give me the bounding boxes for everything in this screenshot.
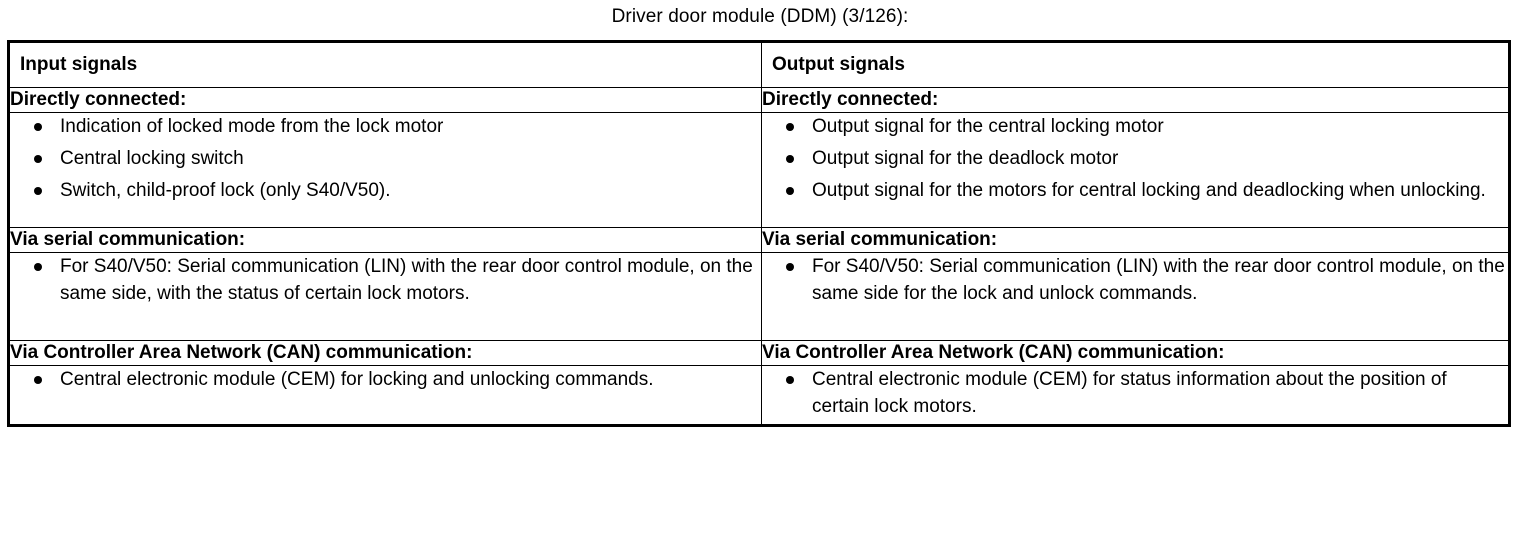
table-row-section-heading-serial: Via serial communication: Via serial com… bbox=[8, 227, 1510, 253]
bullet-dot-icon bbox=[34, 263, 42, 271]
table-row-column-headers: Input signals Output signals bbox=[8, 41, 1510, 88]
table-row-section-heading-can: Via Controller Area Network (CAN) commun… bbox=[8, 340, 1510, 366]
list-item-text: For S40/V50: Serial communication (LIN) … bbox=[812, 256, 1505, 304]
signals-table: Input signals Output signals Directly co… bbox=[7, 40, 1511, 427]
list-item: Output signal for the deadlock motor bbox=[762, 145, 1508, 172]
list-item: Central locking switch bbox=[10, 145, 761, 172]
page-title: Driver door module (DDM) (3/126): bbox=[611, 6, 909, 27]
section-heading-left-can: Via Controller Area Network (CAN) commun… bbox=[8, 340, 762, 366]
list-item-text: Central electronic module (CEM) for stat… bbox=[812, 369, 1447, 417]
list-item: Central electronic module (CEM) for lock… bbox=[10, 366, 761, 393]
table-row-section-content-can: Central electronic module (CEM) for lock… bbox=[8, 365, 1510, 426]
cell-right-serial: For S40/V50: Serial communication (LIN) … bbox=[761, 252, 1510, 341]
list-item-text: Output signal for the deadlock motor bbox=[812, 148, 1119, 169]
cell-left-serial: For S40/V50: Serial communication (LIN) … bbox=[8, 252, 762, 341]
list-item-text: Indication of locked mode from the lock … bbox=[60, 116, 444, 137]
list-item: Output signal for the central locking mo… bbox=[762, 113, 1508, 140]
section-heading-left-serial: Via serial communication: bbox=[8, 227, 762, 253]
cell-right-can: Central electronic module (CEM) for stat… bbox=[761, 365, 1510, 426]
section-heading-right-can: Via Controller Area Network (CAN) commun… bbox=[761, 340, 1510, 366]
bullet-dot-icon bbox=[34, 187, 42, 195]
list-item: Output signal for the motors for central… bbox=[762, 177, 1508, 204]
bullet-dot-icon bbox=[34, 376, 42, 384]
bullet-dot-icon bbox=[786, 187, 794, 195]
list-item-text: Central locking switch bbox=[60, 148, 244, 169]
list-item-text: Central electronic module (CEM) for lock… bbox=[60, 369, 654, 390]
list-item-text: Switch, child-proof lock (only S40/V50). bbox=[60, 180, 391, 201]
section-heading-right-serial: Via serial communication: bbox=[761, 227, 1510, 253]
bullet-list-right-can: Central electronic module (CEM) for stat… bbox=[762, 366, 1508, 420]
bullet-list-left-serial: For S40/V50: Serial communication (LIN) … bbox=[10, 253, 761, 307]
bullet-list-left-directly-connected: Indication of locked mode from the lock … bbox=[10, 113, 761, 204]
table-row-section-content-serial: For S40/V50: Serial communication (LIN) … bbox=[8, 252, 1510, 341]
list-item: For S40/V50: Serial communication (LIN) … bbox=[762, 253, 1508, 307]
cell-left-can: Central electronic module (CEM) for lock… bbox=[8, 365, 762, 426]
list-item-text: Output signal for the motors for central… bbox=[812, 180, 1486, 201]
list-item: Central electronic module (CEM) for stat… bbox=[762, 366, 1508, 420]
column-header-input-signals: Input signals bbox=[8, 41, 762, 88]
list-item: For S40/V50: Serial communication (LIN) … bbox=[10, 253, 761, 307]
column-header-output-signals: Output signals bbox=[761, 41, 1510, 88]
bullet-list-left-can: Central electronic module (CEM) for lock… bbox=[10, 366, 761, 393]
cell-right-directly-connected: Output signal for the central locking mo… bbox=[761, 112, 1510, 228]
cell-left-directly-connected: Indication of locked mode from the lock … bbox=[8, 112, 762, 228]
list-item-text: For S40/V50: Serial communication (LIN) … bbox=[60, 256, 753, 304]
bullet-list-right-serial: For S40/V50: Serial communication (LIN) … bbox=[762, 253, 1508, 307]
table-row-section-content-directly-connected: Indication of locked mode from the lock … bbox=[8, 112, 1510, 228]
bullet-list-right-directly-connected: Output signal for the central locking mo… bbox=[762, 113, 1508, 204]
bullet-dot-icon bbox=[786, 376, 794, 384]
table-row-section-heading-directly-connected: Directly connected: Directly connected: bbox=[8, 87, 1510, 113]
bullet-dot-icon bbox=[786, 123, 794, 131]
bullet-dot-icon bbox=[34, 123, 42, 131]
section-heading-right-directly-connected: Directly connected: bbox=[761, 87, 1510, 113]
section-heading-left-directly-connected: Directly connected: bbox=[8, 87, 762, 113]
list-item: Indication of locked mode from the lock … bbox=[10, 113, 761, 140]
bullet-dot-icon bbox=[34, 155, 42, 163]
bullet-dot-icon bbox=[786, 263, 794, 271]
bullet-dot-icon bbox=[786, 155, 794, 163]
list-item: Switch, child-proof lock (only S40/V50). bbox=[10, 177, 761, 204]
list-item-text: Output signal for the central locking mo… bbox=[812, 116, 1164, 137]
